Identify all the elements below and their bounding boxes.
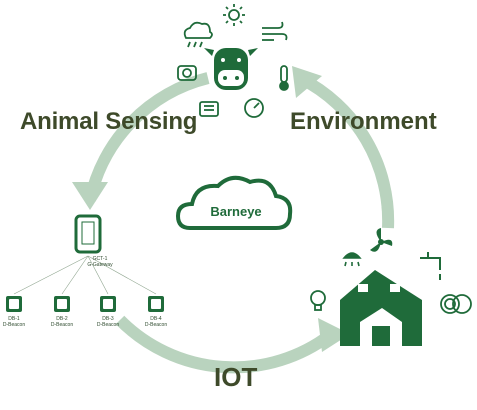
beacon-id: DB-3: [102, 316, 114, 322]
gateway-links: [13, 255, 157, 295]
environment-label: Environment: [290, 108, 437, 135]
arrowhead-bottom: [318, 318, 350, 352]
gauge-icon: [244, 98, 264, 118]
cloud-icon: [175, 175, 293, 230]
iot-label: IOT: [214, 362, 258, 392]
beacon-label-2: DB-2 D-Beacon: [42, 316, 82, 328]
gateway-label: GCT-1 G-Gateway: [80, 256, 120, 268]
fan-icon: [370, 228, 393, 252]
arrow-gateway-to-barn: [115, 315, 334, 374]
arrowhead-top: [292, 66, 322, 98]
arrow-heads: [72, 66, 350, 352]
barn-icon: [340, 270, 422, 346]
cycle-arrows: [84, 72, 395, 374]
gateway-id: GCT-1: [92, 256, 108, 262]
beacon-label-4: DB-4 D-Beacon: [136, 316, 176, 328]
beacon-icons: [6, 296, 164, 312]
gateway-type: G-Gateway: [87, 262, 113, 268]
arrowhead-left: [72, 182, 108, 210]
beacon-type: D-Beacon: [50, 322, 74, 328]
beacon-id: DB-2: [56, 316, 68, 322]
animal-sensing-label: Animal Sensing: [20, 108, 198, 135]
beacon-label-1: DB-1 D-Beacon: [0, 316, 34, 328]
camera-icon: [177, 65, 197, 81]
beacon-type: D-Beacon: [96, 322, 120, 328]
beacon-id: DB-4: [150, 316, 162, 322]
wind-icon: [262, 21, 288, 41]
cow-icon: [204, 48, 258, 90]
meter-icon: [199, 101, 219, 117]
cloud-label: Barneye: [210, 204, 262, 219]
arrow-barn-to-environment: [297, 72, 395, 229]
thermometer-icon: [279, 65, 289, 91]
beacon-type: D-Beacon: [2, 322, 26, 328]
light-bulb-icon: [310, 290, 326, 311]
arrow-animal-to-gateway: [84, 72, 210, 202]
faucet-icon: [420, 252, 441, 280]
phone-gateway-icon: [74, 214, 102, 254]
cloud-rain-icon: [183, 21, 213, 48]
beacon-label-3: DB-3 D-Beacon: [88, 316, 128, 328]
sun-icon: [223, 4, 245, 26]
hay-bale-icon: [440, 294, 472, 314]
shower-icon: [342, 252, 362, 267]
beacon-id: DB-1: [8, 316, 20, 322]
beacon-type: D-Beacon: [144, 322, 168, 328]
